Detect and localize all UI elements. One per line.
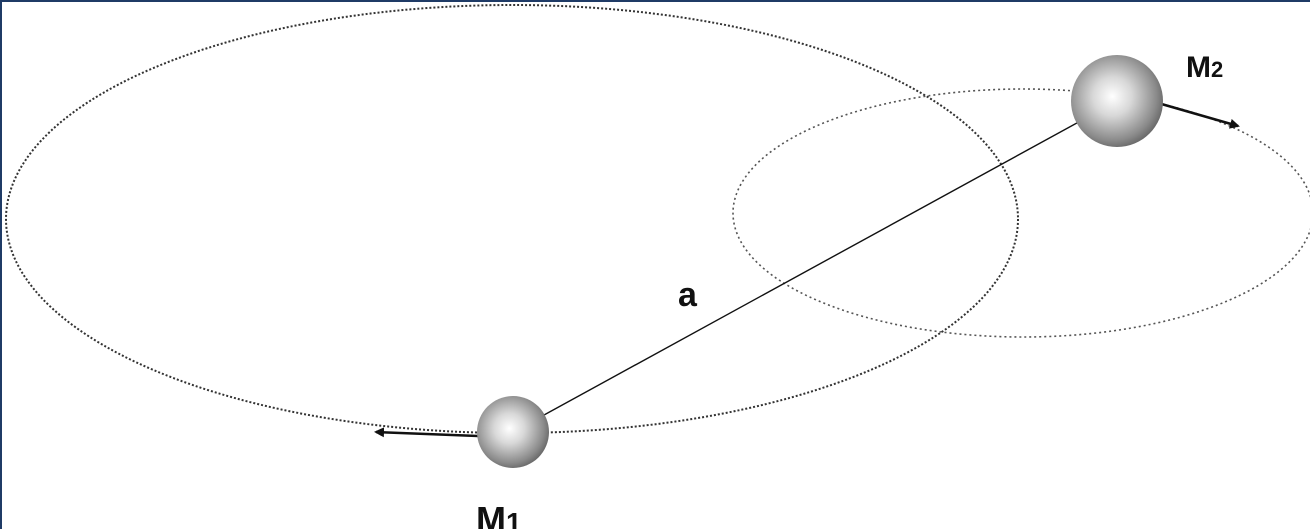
velocity-arrow-m1 <box>374 427 479 438</box>
mass-2-sphere <box>1071 55 1163 147</box>
orbit-large <box>5 4 1019 434</box>
orbit-small <box>732 88 1310 338</box>
mass-1-label: M1 <box>476 499 522 529</box>
velocity-arrow-m2 <box>1157 101 1240 129</box>
mass-2-label: M2 <box>1186 51 1223 84</box>
mass-1-sphere <box>477 396 549 468</box>
separation-label: a <box>678 276 698 314</box>
separation-line <box>512 100 1118 433</box>
